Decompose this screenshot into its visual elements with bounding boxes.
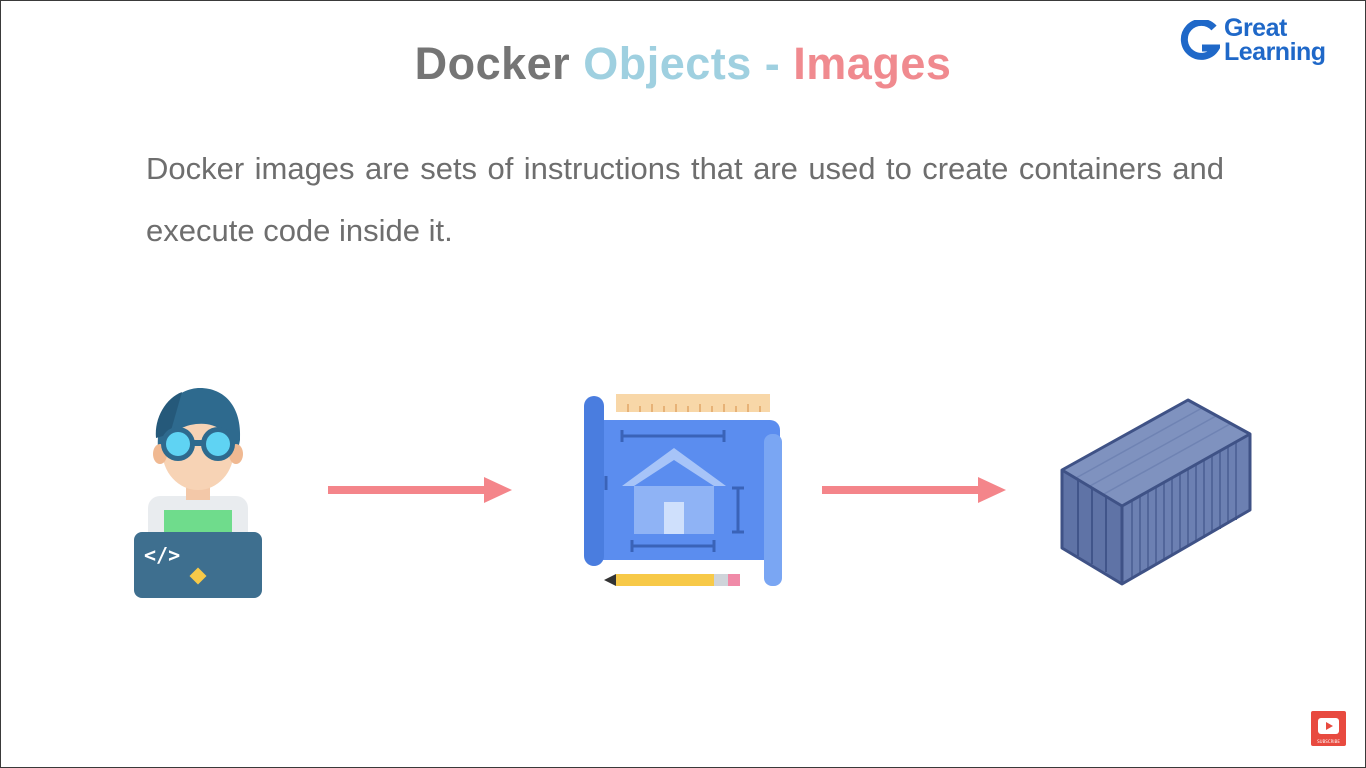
- slide-body-text: Docker images are sets of instructions t…: [146, 151, 1224, 248]
- blueprint-icon: [578, 390, 786, 590]
- great-learning-logo: Great Learning: [1180, 16, 1340, 68]
- logo-line-great: Great: [1224, 14, 1287, 42]
- subscribe-button[interactable]: SUBSCRIBE: [1311, 711, 1346, 746]
- shipping-container-icon: [1056, 394, 1256, 588]
- developer-icon: </>: [130, 378, 266, 600]
- play-icon: [1318, 718, 1339, 734]
- logo-text: Great Learning: [1224, 14, 1326, 66]
- svg-text:</>: </>: [144, 543, 180, 567]
- slide-title: Docker Objects - Images: [0, 38, 1366, 90]
- title-word-docker: Docker: [414, 38, 571, 89]
- title-word-objects: Objects: [583, 38, 752, 89]
- title-word-images: Images: [793, 38, 952, 89]
- subscribe-label: SUBSCRIBE: [1317, 739, 1340, 744]
- arrow-right-icon: [822, 476, 1008, 504]
- arrow-right-icon: [328, 476, 514, 504]
- great-learning-g-icon: [1180, 20, 1220, 60]
- logo-line-learning: Learning: [1224, 38, 1326, 66]
- title-dash: -: [764, 38, 781, 89]
